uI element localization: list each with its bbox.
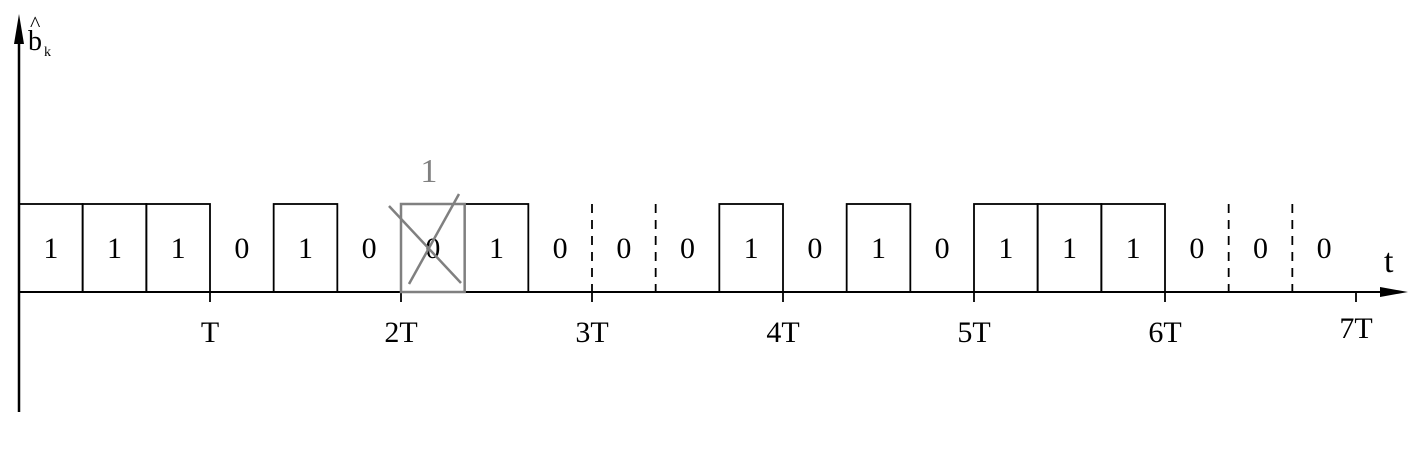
tick-label-5: 6T	[1148, 316, 1181, 349]
bit-label-19: 0	[1253, 232, 1268, 265]
bit-label-0: 1	[43, 232, 58, 265]
bit-label-13: 1	[871, 232, 886, 265]
x-axis-label: t	[1384, 243, 1394, 280]
tick-label-0: T	[201, 316, 219, 349]
bit-label-5: 0	[362, 232, 377, 265]
tick-label-2: 3T	[575, 316, 608, 349]
bit-label-7: 1	[489, 232, 504, 265]
tick-label-6: 7T	[1339, 312, 1372, 345]
tick-label-1: 2T	[384, 316, 417, 349]
correction-label: 1	[420, 153, 437, 190]
bit-label-12: 0	[807, 232, 822, 265]
pulse-4	[272, 203, 339, 293]
y-axis-label-hat: ^	[30, 11, 41, 36]
y-axis-label: b	[28, 26, 42, 57]
y-axis-label-subscript: k	[44, 45, 51, 60]
tick-mark-group	[209, 292, 1357, 302]
tick-label-3: 4T	[766, 316, 799, 349]
pulse-group	[18, 203, 1166, 293]
bit-label-8: 0	[553, 232, 568, 265]
y-axis-arrowhead	[14, 14, 24, 44]
bit-label-1: 1	[107, 232, 122, 265]
bit-label-11: 1	[744, 232, 759, 265]
bit-label-17: 1	[1126, 232, 1141, 265]
bit-label-15: 1	[998, 232, 1013, 265]
tick-label-group: T 2T 3T 4T 5T 6T 7T	[201, 312, 1373, 349]
correction-group: 1	[388, 153, 466, 294]
corrected-pulse	[399, 202, 466, 294]
bit-label-3: 0	[234, 232, 249, 265]
strike-line-1	[388, 205, 462, 284]
bit-label-14: 0	[935, 232, 950, 265]
bit-label-20: 0	[1317, 232, 1332, 265]
pulse-17	[1100, 203, 1166, 293]
tick-label-4: 5T	[957, 316, 990, 349]
bit-label-16: 1	[1062, 232, 1077, 265]
bit-label-18: 0	[1189, 232, 1204, 265]
pulse-2	[145, 203, 211, 293]
bit-label-10: 0	[680, 232, 695, 265]
strike-line-2	[407, 193, 461, 285]
bit-label-4: 1	[298, 232, 313, 265]
bit-label-9: 0	[616, 232, 631, 265]
bit-label-2: 1	[171, 232, 186, 265]
x-axis-arrowhead	[1380, 287, 1408, 297]
pulse-13	[845, 203, 912, 293]
pulse-11	[718, 203, 784, 293]
